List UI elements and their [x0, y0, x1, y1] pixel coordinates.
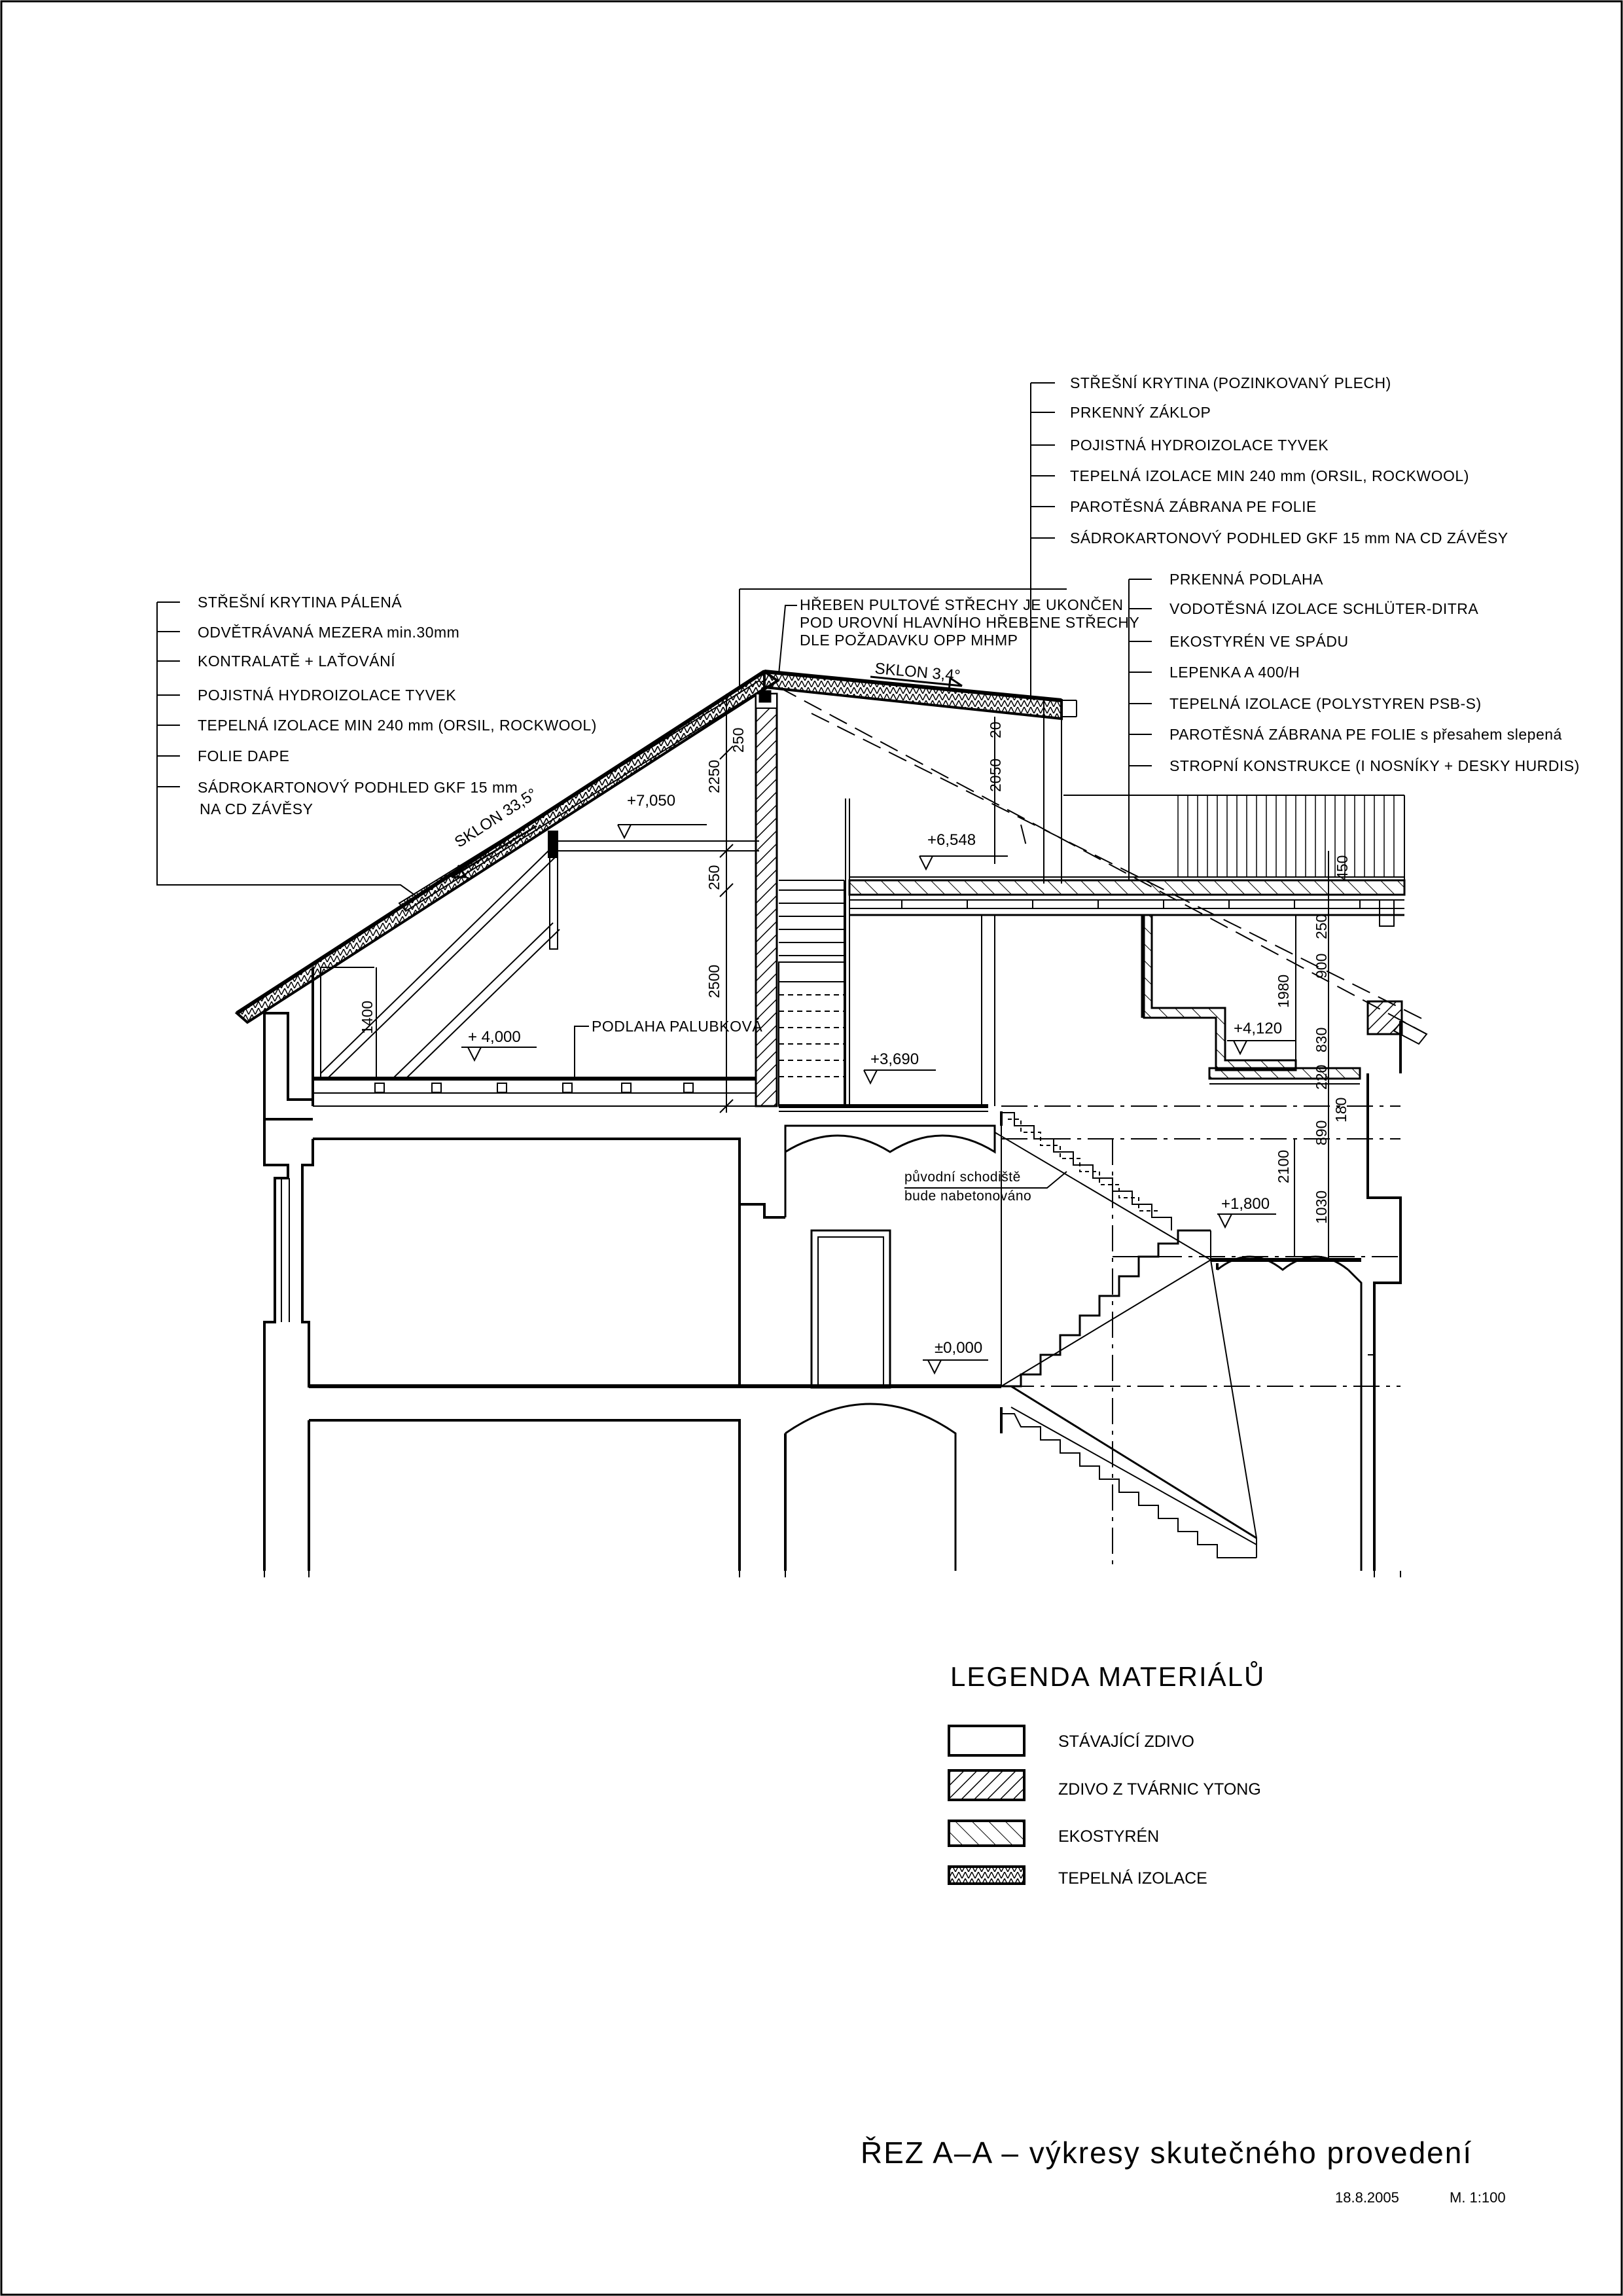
- flat-roof-label-1: STŘEŠNÍ KRYTINA (POZINKOVANÝ PLECH): [1070, 374, 1391, 391]
- legend-title: LEGENDA MATERIÁLŮ: [950, 1661, 1266, 1692]
- floor-label-3: EKOSTYRÉN VE SPÁDU: [1169, 633, 1349, 650]
- level-6548: +6,548: [927, 831, 976, 849]
- floor-label-7: STROPNÍ KONSTRUKCE (I NOSNÍKY + DESKY HU…: [1169, 757, 1580, 774]
- legend-swatch-existing: [948, 1725, 1026, 1757]
- roof-label-7: SÁDROKARTONOVÝ PODHLED GKF 15 mm: [198, 779, 518, 796]
- dim-20: 20: [987, 721, 1004, 738]
- dim-1030: 1030: [1313, 1190, 1330, 1224]
- roof-label-2: ODVĚTRÁVANÁ MEZERA min.30mm: [198, 624, 460, 641]
- level-4120: +4,120: [1234, 1020, 1283, 1037]
- flat-roof: [739, 588, 1077, 884]
- stair-note-2: bude nabetonováno: [904, 1189, 1032, 1204]
- dim-250-mid: 250: [705, 865, 722, 890]
- flat-roof-label-2: PRKENNÝ ZÁKLOP: [1070, 404, 1211, 421]
- flat-roof-label-3: POJISTNÁ HYDROIZOLACE TYVEK: [1070, 437, 1329, 454]
- roof-label-6: FOLIE DAPE: [198, 747, 290, 764]
- attic-structure: [312, 690, 988, 1112]
- dashed-lines: [778, 687, 1427, 1035]
- legend-item-existing: STÁVAJÍCÍ ZDIVO: [1058, 1732, 1194, 1751]
- level-1800: +1,800: [1221, 1195, 1270, 1213]
- drawing-date: 18.8.2005: [1335, 2189, 1399, 2206]
- dim-450: 450: [1334, 855, 1351, 880]
- floor-label-6: PAROTĚSNÁ ZÁBRANA PE FOLIE s přesahem sl…: [1169, 726, 1562, 743]
- slope-arrows: [451, 675, 963, 878]
- ridge-note-3: DLE POŽADAVKU OPP MHMP: [800, 632, 1018, 649]
- legend-swatch-ytong: [948, 1769, 1026, 1801]
- dim-2100: 2100: [1275, 1149, 1292, 1183]
- flat-roof-label-4: TEPELNÁ IZOLACE MIN 240 mm (ORSIL, ROCKW…: [1070, 467, 1469, 484]
- axis-lines: [1001, 1105, 1400, 1571]
- stair-note-1: původní schodiště: [904, 1170, 1021, 1185]
- legend-item-ytong: ZDIVO Z TVÁRNIC YTONG: [1058, 1780, 1261, 1799]
- dim-1980: 1980: [1275, 974, 1292, 1008]
- drawing-scale: M. 1:100: [1450, 2189, 1506, 2206]
- floor-label-4: LEPENKA A 400/H: [1169, 664, 1300, 681]
- roof-label-4: POJISTNÁ HYDROIZOLACE TYVEK: [198, 687, 457, 704]
- flat-roof-label-6: SÁDROKARTONOVÝ PODHLED GKF 15 mm NA CD Z…: [1070, 529, 1508, 547]
- floor-label-5: TEPELNÁ IZOLACE (POLYSTYREN PSB-S): [1169, 695, 1482, 712]
- dim-180: 180: [1332, 1097, 1349, 1122]
- roof-label-5: TEPELNÁ IZOLACE MIN 240 mm (ORSIL, ROCKW…: [198, 717, 597, 734]
- dim-250-right: 250: [1313, 914, 1330, 939]
- dim-2250: 2250: [705, 759, 722, 793]
- legend-item-insulation: TEPELNÁ IZOLACE: [1058, 1869, 1207, 1888]
- dim-890: 890: [1313, 1120, 1330, 1145]
- floor-board-note: PODLAHA PALUBKOVÁ: [592, 1018, 763, 1035]
- dimension-lines: [376, 694, 1329, 1260]
- roof-label-8: NA CD ZÁVĚSY: [200, 800, 313, 817]
- callout-leaders: [156, 382, 1152, 1189]
- level-marks: [461, 824, 1296, 1375]
- dim-900: 900: [1313, 953, 1330, 978]
- dim-250-top: 250: [730, 727, 747, 753]
- level-4000: + 4,000: [468, 1028, 521, 1046]
- ridge-note-1: HŘEBEN PULTOVÉ STŘECHY JE UKONČEN: [800, 596, 1124, 613]
- dim-2050: 2050: [987, 758, 1004, 792]
- legend-item-ekostyren: EKOSTYRÉN: [1058, 1827, 1160, 1846]
- wall-ends: [264, 1571, 1401, 1577]
- legend-swatch-insulation: [948, 1865, 1026, 1885]
- flat-roof-label-5: PAROTĚSNÁ ZÁBRANA PE FOLIE: [1070, 498, 1317, 515]
- floor-label-1: PRKENNÁ PODLAHA: [1169, 571, 1324, 588]
- legend-swatches: [948, 1725, 1026, 1885]
- upper-slab: [848, 876, 1406, 1106]
- existing-masonry: [263, 1012, 1402, 1571]
- level-3690: +3,690: [870, 1050, 919, 1068]
- ridge-note-2: POD UROVNÍ HLAVNÍHO HŘEBENE STŘECHY: [800, 614, 1140, 631]
- dim-2500: 2500: [705, 964, 722, 998]
- floor-label-2: VODOTĚSNÁ IZOLACE SCHLÜTER-DITRA: [1169, 600, 1479, 617]
- dim-220: 220: [1313, 1064, 1330, 1090]
- roof-label-1: STŘEŠNÍ KRYTINA PÁLENÁ: [198, 594, 402, 611]
- dim-1400: 1400: [359, 1000, 376, 1034]
- level-0000: ±0,000: [935, 1339, 983, 1357]
- level-7050: +7,050: [627, 792, 676, 810]
- roof-label-3: KONTRALATĚ + LAŤOVÁNÍ: [198, 653, 396, 670]
- legend-swatch-ekostyren: [948, 1820, 1026, 1847]
- bathroom-step: [1063, 795, 1428, 1085]
- dim-830: 830: [1313, 1027, 1330, 1052]
- drawing-title: ŘEZ A–A – výkresy skutečného provedení: [861, 2136, 1473, 2170]
